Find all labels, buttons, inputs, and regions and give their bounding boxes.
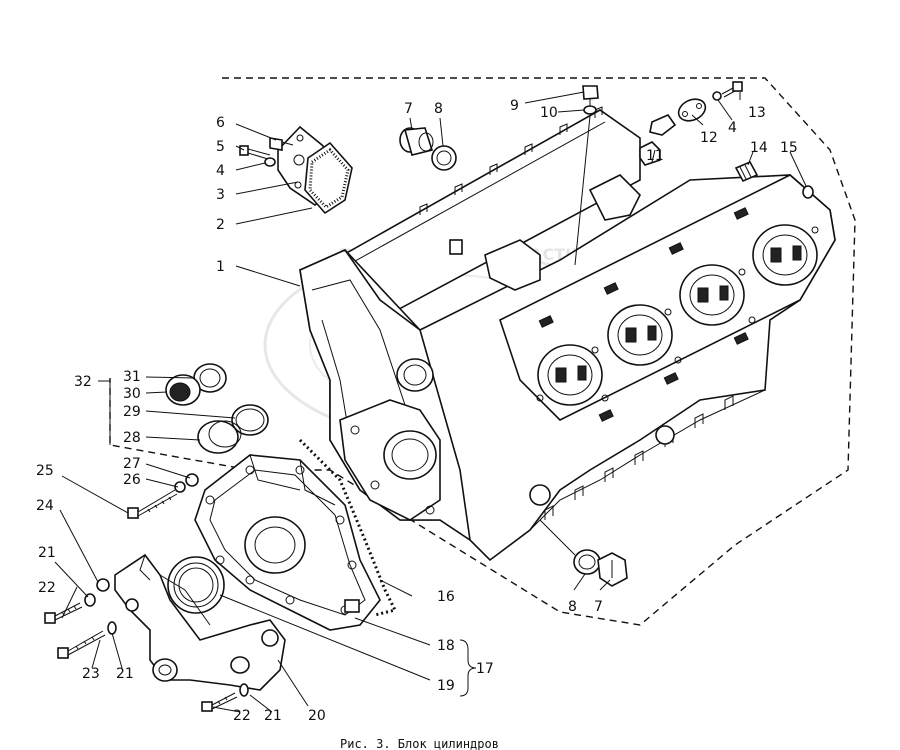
bolt-6 (269, 137, 294, 151)
flange-11 (649, 114, 677, 136)
label-24: 24 (36, 498, 54, 514)
washer-21-lower (239, 683, 249, 697)
seal-8-lower (573, 549, 601, 575)
label-29: 29 (123, 404, 141, 420)
bolt-22-upper (44, 602, 83, 624)
label-6: 6 (216, 115, 225, 131)
washer-27 (185, 473, 199, 487)
label-30: 30 (123, 386, 141, 402)
front-cover-bolt-holes (205, 465, 357, 615)
bolt-13 (721, 81, 743, 98)
label-21-middle: 21 (116, 666, 134, 682)
label-11: 11 (646, 148, 664, 164)
label-9: 9 (510, 98, 519, 114)
label-10: 10 (540, 105, 558, 121)
plug-28 (197, 420, 242, 454)
label-31: 31 (123, 369, 141, 385)
label-3: 3 (216, 187, 225, 203)
label-22-upper: 22 (38, 580, 56, 596)
part-labels: 6 5 4 3 2 1 7 8 9 10 11 12 4 13 14 15 16… (36, 98, 798, 724)
label-2: 2 (216, 217, 225, 233)
crankshaft-seal (167, 556, 225, 614)
bolt-25 (127, 489, 178, 519)
cylinder-liners (537, 224, 818, 406)
washer-4-right (712, 91, 722, 101)
label-28: 28 (123, 430, 141, 446)
washer-10 (583, 105, 597, 115)
washer-26 (174, 481, 186, 493)
figure-caption: Рис. 3. Блок цилиндров (340, 737, 499, 750)
label-4-right: 4 (728, 120, 737, 136)
label-4-left: 4 (216, 163, 225, 179)
label-7-lower: 7 (594, 599, 603, 615)
washer-4-left (264, 157, 276, 167)
stud-14 (734, 160, 759, 183)
label-13: 13 (748, 105, 766, 121)
cover-12 (677, 98, 707, 122)
gasket-2 (304, 141, 353, 215)
seal-8-upper (431, 145, 457, 171)
label-32: 32 (74, 374, 92, 390)
label-1: 1 (216, 259, 225, 275)
plug-15 (802, 185, 814, 199)
label-25: 25 (36, 463, 54, 479)
label-7-upper: 7 (404, 101, 413, 117)
bolt-5 (239, 145, 271, 160)
label-21-lower: 21 (264, 708, 282, 724)
label-14: 14 (750, 140, 768, 156)
engine-mount-bracket (114, 553, 286, 691)
label-16: 16 (437, 589, 455, 605)
label-23: 23 (82, 666, 100, 682)
ring-29 (231, 404, 269, 436)
label-19: 19 (437, 678, 455, 694)
label-18: 18 (437, 638, 455, 654)
label-5: 5 (216, 139, 225, 155)
label-17: 17 (476, 661, 494, 677)
plug-7-upper (399, 127, 434, 156)
label-8-upper: 8 (434, 101, 443, 117)
label-20: 20 (308, 708, 326, 724)
washer-24 (96, 578, 110, 592)
deck-holes (536, 226, 819, 402)
label-26: 26 (123, 472, 141, 488)
front-cover (194, 454, 381, 631)
front-cover-gasket (298, 438, 398, 617)
plug-7-lower (597, 552, 628, 587)
leader-lines (54, 91, 807, 713)
plug-11 (639, 141, 661, 166)
label-15: 15 (780, 140, 798, 156)
label-27: 27 (123, 456, 141, 472)
plug-30 (165, 374, 201, 406)
label-8-lower: 8 (568, 599, 577, 615)
head-studs (538, 207, 749, 422)
label-22-lower: 22 (233, 708, 251, 724)
bolt-23 (57, 630, 106, 659)
label-21-upper: 21 (38, 545, 56, 561)
bolt-9 (582, 85, 599, 108)
engine-block (299, 106, 836, 562)
label-12: 12 (700, 130, 718, 146)
washer-21-middle (107, 621, 117, 635)
camshaft-bore (396, 358, 434, 392)
bolt-22-lower (201, 692, 238, 712)
